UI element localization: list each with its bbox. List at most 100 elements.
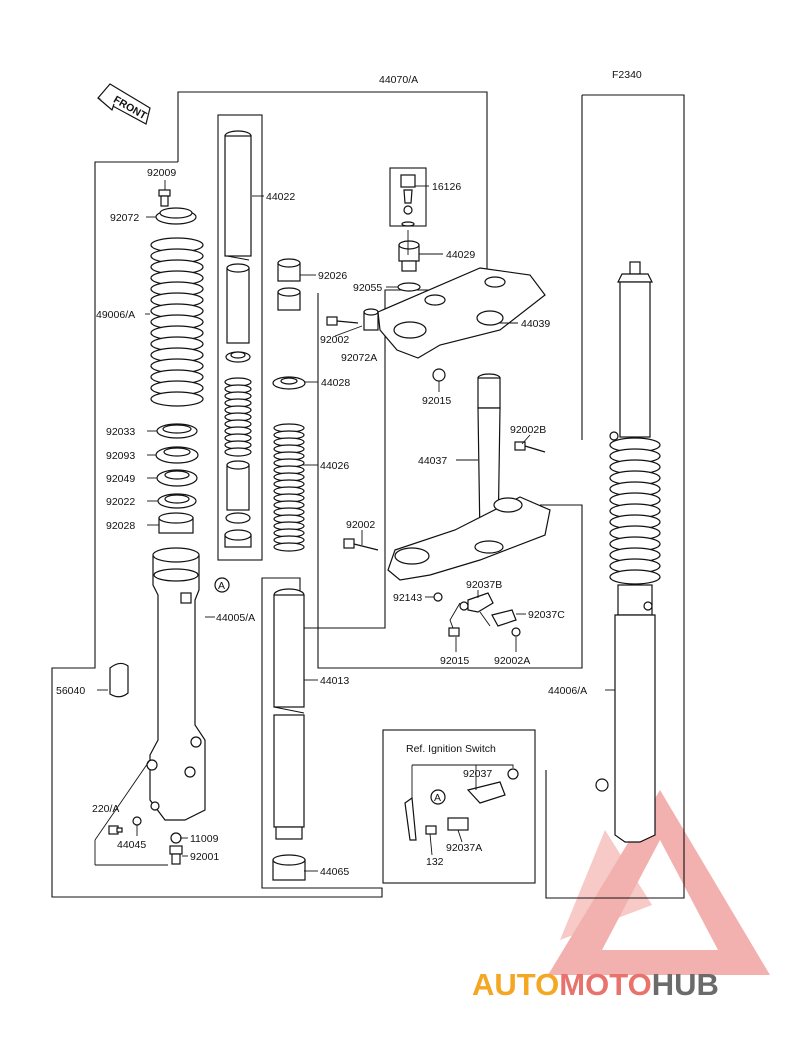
part-label-92072: 92072 (110, 212, 139, 224)
ring-inner (225, 512, 251, 524)
watermark-part-auto: AUTO (472, 967, 559, 1002)
watermark-text: AUTOMOTOHUB (472, 967, 719, 1002)
part-label-92072A: 92072A (341, 352, 377, 364)
part-label-44028: 44028 (321, 377, 350, 389)
bracket-92037B (459, 592, 494, 613)
fork-boot-49006A (150, 237, 204, 407)
part-label-44005A: 44005/A (216, 612, 255, 624)
part-label-92049: 92049 (106, 473, 135, 485)
assembly-outline (51, 91, 685, 899)
bolt-92002A (511, 627, 521, 637)
washer-11009 (170, 832, 182, 844)
bolt-92009 (158, 189, 171, 207)
washer-44045 (132, 816, 142, 826)
nut-92015 (432, 368, 446, 382)
nut-92143 (433, 592, 443, 602)
bolt-220A (108, 825, 123, 835)
callout-a-label-2: A (434, 792, 441, 804)
part-label-44013: 44013 (320, 675, 349, 687)
steering-stem-44037 (387, 373, 551, 581)
figure-code: F2340 (612, 69, 642, 81)
part-label-92037: 92037 (463, 768, 492, 780)
clamp-92072 (155, 207, 197, 225)
upper-bracket-44039 (377, 267, 546, 359)
part-label-44029: 44029 (446, 249, 475, 261)
callout-a-label: A (218, 580, 225, 592)
inner-tube-44013 (273, 588, 305, 840)
coil-segment (224, 447, 252, 457)
washer-92049 (156, 469, 198, 487)
bushing-92028 (158, 512, 194, 534)
part-label-44037: 44037 (418, 455, 447, 467)
washer-inner (225, 351, 251, 363)
part-label-11009: 11009 (190, 833, 219, 845)
part-label-92002A: 92002A (494, 655, 530, 667)
outer-tube-44005A (146, 547, 206, 821)
part-label-92143: 92143 (393, 592, 422, 604)
part-label-16126: 16126 (432, 181, 461, 193)
part-label-220A: 220/A (92, 803, 119, 815)
part-label-44026: 44026 (320, 460, 349, 472)
part-label-44006A: 44006/A (548, 685, 587, 697)
watermark-part-moto: MOTO (559, 967, 651, 1002)
part-label-92015-upper: 92015 (422, 395, 451, 407)
part-label-44022: 44022 (266, 191, 295, 203)
part-label-44065: 44065 (320, 866, 349, 878)
nut-92015-lower (448, 627, 460, 637)
clamp-92072A (363, 308, 379, 331)
part-label-56040: 56040 (56, 685, 85, 697)
part-label-92002-lower: 92002 (346, 519, 375, 531)
cap-16126 (400, 174, 416, 227)
inner-tube-44022 (224, 130, 252, 344)
front-arrow-icon (97, 83, 151, 125)
part-label-92028: 92028 (106, 520, 135, 532)
watermark-part-hub: HUB (652, 967, 719, 1002)
part-label-92037B: 92037B (466, 579, 502, 591)
part-label-44045: 44045 (117, 839, 146, 851)
nut-44029 (398, 240, 420, 272)
bolt-92002 (326, 316, 359, 326)
bolt-92002B (514, 441, 546, 453)
part-label-44070A: 44070/A (379, 74, 418, 86)
part-label-92026: 92026 (318, 270, 347, 282)
spring-inner (224, 377, 252, 457)
coil-segment (273, 542, 305, 552)
part-label-92037A: 92037A (446, 842, 482, 854)
part-label-92055: 92055 (353, 282, 382, 294)
ignition-switch-ref: Ref. Ignition Switch (406, 743, 496, 755)
bracket-92037C (491, 609, 517, 627)
drain-bolt-92001 (169, 845, 183, 865)
watermark-logo-icon (548, 790, 770, 975)
coil-segment (609, 569, 661, 585)
bushing-44065 (272, 854, 306, 881)
ignition-bracket (404, 768, 519, 841)
part-label-92037C: 92037C (528, 609, 565, 621)
washer-92022 (157, 493, 197, 509)
piston-inner (226, 460, 250, 511)
part-label-92001: 92001 (190, 851, 219, 863)
leader-lines (94, 180, 615, 872)
part-label-92033: 92033 (106, 426, 135, 438)
seal-92033 (156, 423, 198, 439)
right-fork-44006A (595, 261, 661, 843)
part-label-92022: 92022 (106, 496, 135, 508)
coil-segment (150, 391, 204, 407)
bolt-head (150, 801, 160, 811)
callout-a-marker: A A (214, 577, 446, 805)
oring-92055 (397, 282, 421, 292)
part-label-92015-lower: 92015 (440, 655, 469, 667)
part-label-92002B: 92002B (510, 424, 546, 436)
part-label-49006A: 49006/A (96, 309, 135, 321)
part-label-92093: 92093 (106, 450, 135, 462)
part-label-92009: 92009 (147, 167, 176, 179)
cap-inner (224, 529, 252, 548)
seal-92093 (155, 446, 199, 464)
part-label-132: 132 (426, 856, 444, 868)
part-label-44039: 44039 (521, 318, 550, 330)
reflector-56040 (109, 662, 129, 698)
washer-44028 (272, 376, 306, 390)
bolt-92002-lower (343, 538, 379, 551)
spring-44026 (273, 423, 305, 552)
collar-92026 (277, 258, 301, 311)
